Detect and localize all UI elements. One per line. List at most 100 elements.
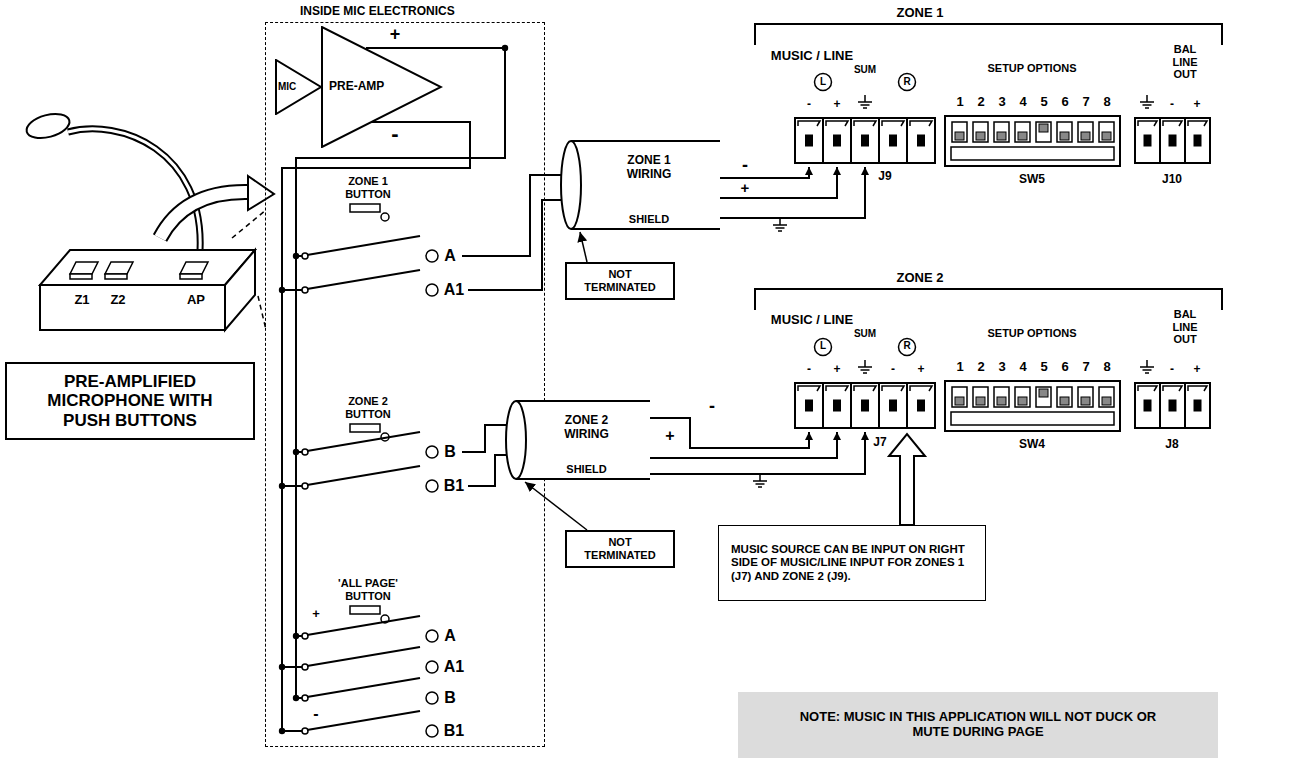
wire bbox=[650, 432, 837, 458]
terminal-block bbox=[851, 383, 879, 428]
terminal-block bbox=[798, 386, 820, 391]
terminal-block bbox=[907, 118, 935, 163]
ground-symbol bbox=[863, 372, 867, 374]
label-text: 4 bbox=[1019, 95, 1026, 110]
mic-head bbox=[24, 110, 72, 143]
junction-dot bbox=[279, 664, 285, 670]
cable-outline bbox=[516, 478, 650, 480]
cable-outline bbox=[506, 401, 526, 479]
label-text: MUSIC / LINE bbox=[771, 49, 853, 64]
ground-symbol bbox=[776, 227, 785, 229]
node-text: NOTE: MUSIC IN THIS APPLICATION WILL NOT… bbox=[788, 710, 1168, 740]
label-text: + bbox=[312, 607, 320, 622]
node-text: NOT TERMINATED bbox=[580, 536, 660, 561]
dip-toggle bbox=[1099, 122, 1114, 142]
terminal-screw bbox=[805, 135, 813, 147]
dip-toggle bbox=[994, 387, 1009, 407]
terminal-screw bbox=[1169, 135, 1177, 147]
label-text: SW4 bbox=[1019, 438, 1045, 452]
switch-pivot bbox=[302, 483, 308, 489]
ground-symbol bbox=[1146, 95, 1148, 102]
label-text: BAL LINE OUT bbox=[1163, 308, 1208, 346]
dip-toggle bbox=[1078, 387, 1093, 407]
junction-dot bbox=[279, 728, 285, 734]
dip-toggle bbox=[976, 397, 985, 405]
switch-pivot bbox=[302, 728, 308, 734]
mic-button bbox=[70, 262, 98, 274]
dip-toggle bbox=[976, 132, 985, 140]
label-text: B1 bbox=[444, 477, 464, 495]
mic-button bbox=[180, 274, 202, 279]
terminal-block bbox=[910, 386, 932, 391]
wire bbox=[462, 425, 507, 452]
gooseneck bbox=[68, 129, 200, 252]
terminal-block bbox=[907, 383, 935, 428]
wire bbox=[650, 418, 809, 448]
pointer-arrow bbox=[525, 482, 587, 530]
label-text: + bbox=[833, 363, 840, 377]
label-text: AP bbox=[187, 293, 205, 308]
cable-outline bbox=[571, 228, 720, 230]
label-text: - bbox=[891, 363, 895, 377]
switch-contact bbox=[426, 630, 438, 642]
junction-dot bbox=[279, 287, 285, 293]
zone-bracket bbox=[755, 289, 1222, 310]
wire bbox=[282, 122, 470, 731]
zoom-arrow bbox=[160, 192, 250, 238]
mic-button bbox=[180, 262, 208, 274]
wire bbox=[720, 167, 809, 178]
zoom-arrow bbox=[160, 192, 250, 238]
ground-symbol bbox=[753, 480, 767, 482]
junction-dot bbox=[293, 253, 299, 259]
label-text: 2 bbox=[977, 95, 984, 110]
wire bbox=[720, 167, 837, 198]
terminal-block bbox=[1163, 386, 1182, 391]
dip-toggle bbox=[955, 397, 964, 405]
channel-circle bbox=[815, 339, 832, 356]
terminal-block bbox=[882, 121, 904, 126]
junction-dot bbox=[502, 45, 508, 51]
ground-symbol bbox=[858, 101, 872, 103]
label-text: Z2 bbox=[110, 293, 125, 308]
terminal-block bbox=[1138, 386, 1157, 391]
channel-circle bbox=[815, 74, 832, 91]
terminal-block bbox=[1188, 386, 1207, 391]
zoom-arrow bbox=[248, 176, 274, 210]
label-text: 8 bbox=[1103, 95, 1110, 110]
ground-symbol bbox=[861, 104, 870, 106]
switch-contact bbox=[426, 250, 438, 262]
node-text: MIC bbox=[278, 81, 296, 93]
wire bbox=[720, 167, 865, 218]
channel-circle bbox=[899, 74, 916, 91]
terminal-block bbox=[1185, 118, 1210, 163]
ground-symbol bbox=[1143, 369, 1152, 371]
dip-switch bbox=[945, 116, 1120, 166]
label-text: MUSIC / LINE bbox=[771, 313, 853, 328]
dip-switch bbox=[951, 412, 1114, 425]
terminal-block bbox=[879, 118, 907, 163]
mic-button bbox=[105, 274, 127, 279]
junction-dot bbox=[293, 633, 299, 639]
dip-toggle bbox=[1057, 387, 1072, 407]
dip-toggle bbox=[1078, 122, 1093, 142]
label-text: - bbox=[742, 155, 748, 176]
label-text: SUM bbox=[854, 328, 876, 340]
label-text: ZONE 2 bbox=[897, 271, 944, 286]
dip-toggle bbox=[994, 122, 1009, 142]
cable-outline bbox=[571, 140, 720, 142]
terminal-block bbox=[798, 121, 820, 126]
label-text: + bbox=[665, 427, 674, 445]
switch-contact bbox=[426, 446, 438, 458]
label-text: A1 bbox=[444, 658, 464, 676]
label-text: - bbox=[807, 363, 811, 377]
ground-symbol bbox=[864, 95, 866, 102]
switch-contact bbox=[426, 661, 438, 673]
terminal-block bbox=[879, 383, 907, 428]
label-text: - bbox=[313, 705, 318, 723]
ground-symbol bbox=[1143, 104, 1152, 106]
switch-pivot bbox=[302, 287, 308, 293]
label-text: A1 bbox=[444, 281, 464, 299]
ground-symbol bbox=[1145, 372, 1149, 374]
label-text: 2 bbox=[977, 360, 984, 375]
cable-cylinder: ZONE 2 WIRINGSHIELD bbox=[505, 400, 650, 480]
